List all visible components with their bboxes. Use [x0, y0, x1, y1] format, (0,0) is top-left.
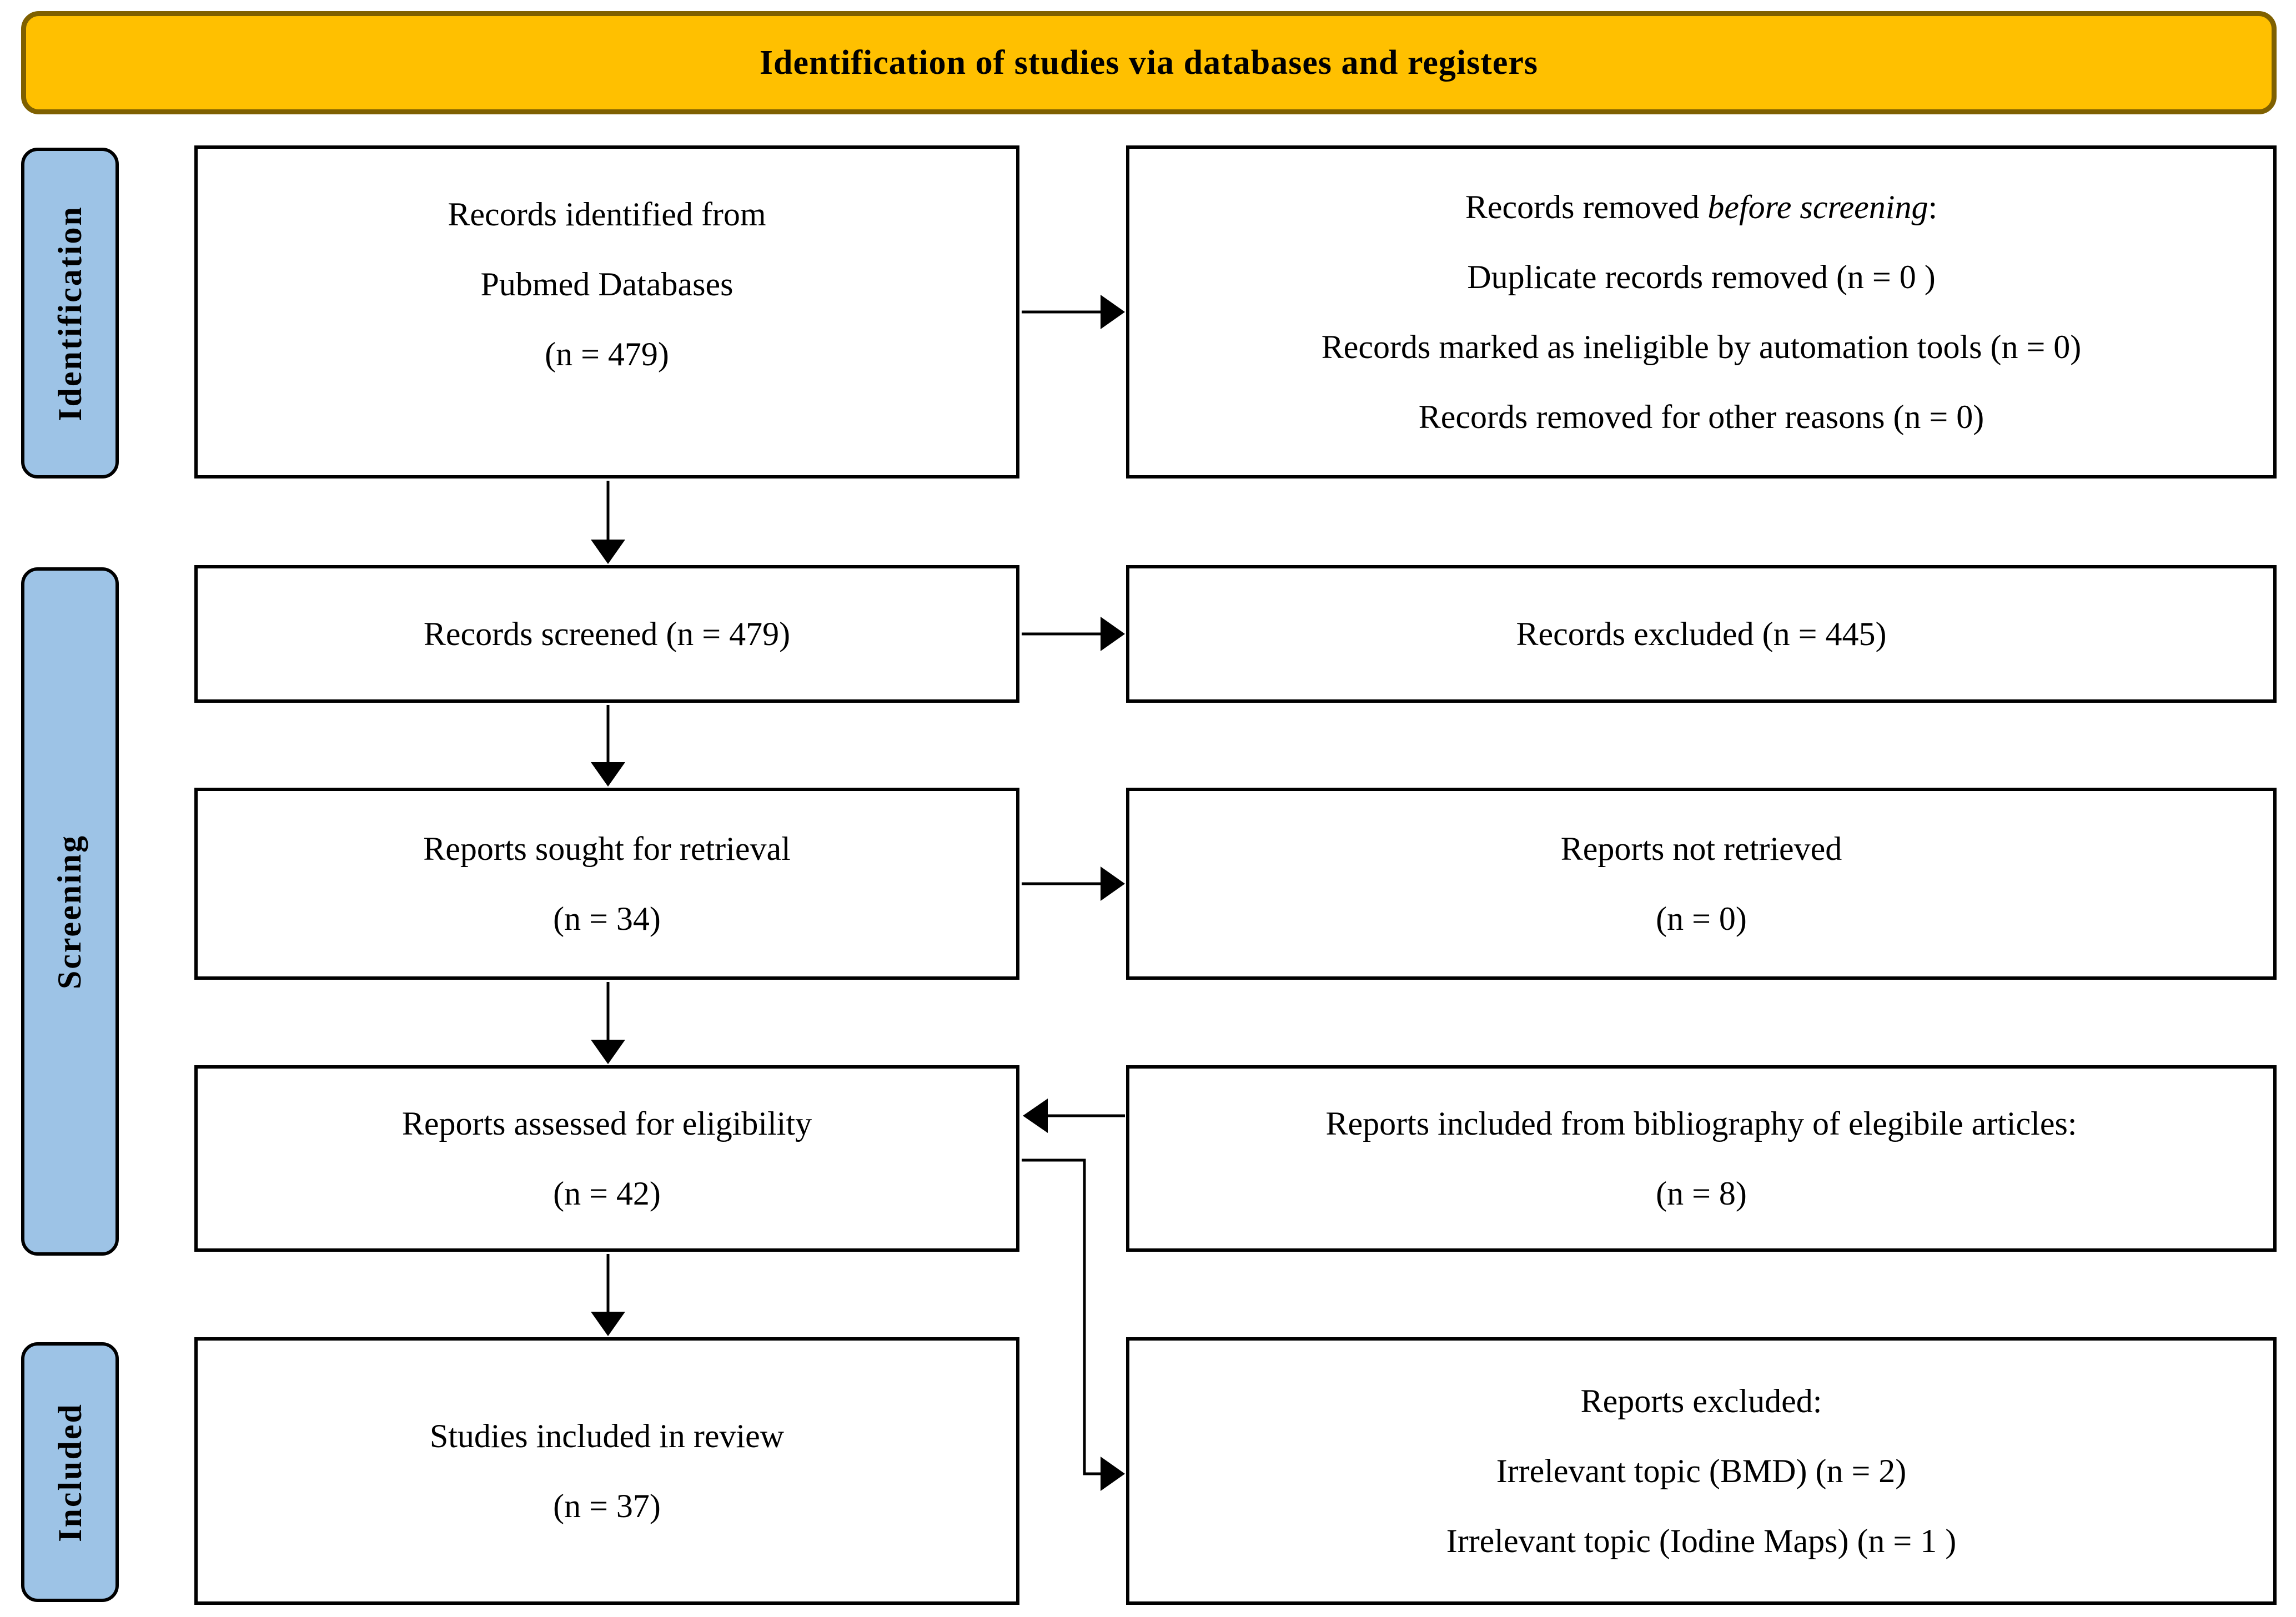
arrow-screened-to-sought — [591, 705, 625, 787]
box-text-line: Records removed before screening: — [1465, 172, 1937, 242]
box-text-line: Reports sought for retrieval — [423, 830, 791, 867]
box-reports-sought: Reports sought for retrieval (n = 34) — [194, 788, 1019, 980]
box-text-line: Reports assessed for eligibility — [401, 1105, 812, 1142]
arrow-screened-to-excluded — [1022, 617, 1125, 651]
box-text-line: (n = 42) — [553, 1175, 661, 1212]
title-banner: Identification of studies via databases … — [21, 11, 2277, 114]
arrow-sought-to-not-retrieved — [1022, 867, 1125, 901]
box-text-line: Duplicate records removed (n = 0 ) — [1467, 259, 1936, 295]
box-reports-assessed: Reports assessed for eligibility (n = 42… — [194, 1065, 1019, 1252]
box-text-line: Irrelevant topic (Iodine Maps) (n = 1 ) — [1446, 1523, 1957, 1559]
box-text-line: Records removed for other reasons (n = 0… — [1418, 399, 1984, 435]
box-records-identified: Records identified from Pubmed Databases… — [194, 145, 1019, 478]
box-records-excluded: Records excluded (n = 445) — [1126, 565, 2277, 703]
arrow-assessed-to-reports-excluded — [1022, 1158, 1125, 1491]
box-text-line: (n = 34) — [553, 900, 661, 937]
box-text-line: Reports excluded: — [1580, 1383, 1822, 1419]
stage-label-screening: Screening — [21, 567, 119, 1256]
box-text-line: Studies included in review — [429, 1418, 785, 1454]
box-records-screened: Records screened (n = 479) — [194, 565, 1019, 703]
box-text-line: Pubmed Databases — [480, 266, 733, 303]
arrow-bibliography-to-assessed — [1023, 1099, 1125, 1133]
stage-label-text: Included — [51, 1402, 88, 1542]
arrow-sought-to-assessed — [591, 982, 625, 1064]
box-text-line: Records screened (n = 479) — [423, 616, 791, 652]
arrow-identified-to-screened — [591, 481, 625, 564]
box-text-line: Irrelevant topic (BMD) (n = 2) — [1496, 1453, 1907, 1489]
box-text-line: Reports not retrieved — [1560, 830, 1842, 867]
box-text-line: (n = 479) — [545, 336, 669, 372]
box-text-segment: Records removed — [1465, 189, 1708, 225]
box-reports-excluded-reasons: Reports excluded: Irrelevant topic (BMD)… — [1126, 1337, 2277, 1605]
box-reports-from-bibliography: Reports included from bibliography of el… — [1126, 1065, 2277, 1252]
diagram-title: Identification of studies via databases … — [759, 43, 1539, 82]
stage-label-included: Included — [21, 1342, 119, 1602]
box-reports-not-retrieved: Reports not retrieved (n = 0) — [1126, 788, 2277, 980]
box-text-line: (n = 8) — [1656, 1175, 1747, 1212]
box-text-line: Reports included from bibliography of el… — [1325, 1105, 2077, 1142]
box-text-line: (n = 0) — [1656, 900, 1747, 937]
stage-label-text: Screening — [51, 834, 88, 989]
box-studies-included: Studies included in review (n = 37) — [194, 1337, 1019, 1605]
box-text-segment: : — [1928, 189, 1938, 225]
box-records-removed-before-screening: Records removed before screening: Duplic… — [1126, 145, 2277, 478]
stage-label-text: Identification — [51, 205, 88, 421]
box-text-line: Records marked as ineligible by automati… — [1321, 329, 2082, 365]
stage-label-identification: Identification — [21, 148, 119, 478]
arrow-identified-to-removed — [1022, 295, 1125, 329]
box-text-line: Records identified from — [448, 196, 766, 233]
arrow-assessed-to-included — [591, 1254, 625, 1336]
box-text-segment-italic: before screening — [1707, 189, 1928, 225]
box-text-line: Records excluded (n = 445) — [1516, 616, 1887, 652]
box-text-line: (n = 37) — [553, 1488, 661, 1524]
